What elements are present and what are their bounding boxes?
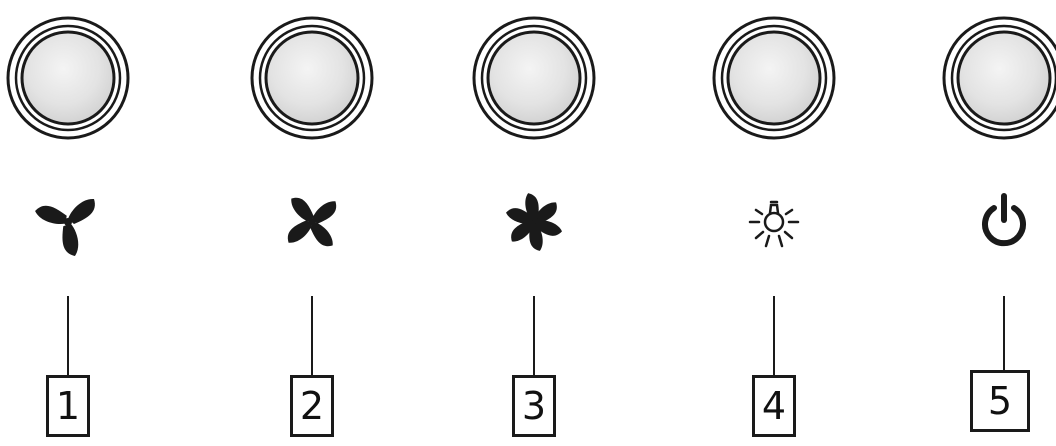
- button-2[interactable]: [250, 16, 374, 140]
- fan-speed-low-icon: [34, 197, 95, 257]
- control-5: 5: [936, 0, 1056, 446]
- button-4[interactable]: [712, 16, 836, 140]
- label-1: 1: [46, 375, 90, 437]
- control-4: 4: [706, 0, 846, 446]
- label-3: 3: [512, 375, 556, 437]
- button-5[interactable]: [942, 16, 1056, 140]
- fan-speed-high-icon: [505, 192, 563, 252]
- control-1: 1: [0, 0, 140, 446]
- control-3: 3: [466, 0, 606, 446]
- label-4: 4: [752, 375, 796, 437]
- button-3[interactable]: [472, 16, 596, 140]
- label-2: 2: [290, 375, 334, 437]
- fan-speed-medium-icon: [287, 197, 337, 247]
- control-2: 2: [244, 0, 384, 446]
- light-bulb-icon: [748, 200, 800, 248]
- button-1[interactable]: [6, 16, 130, 140]
- power-icon: [982, 193, 1026, 247]
- label-5: 5: [970, 370, 1030, 432]
